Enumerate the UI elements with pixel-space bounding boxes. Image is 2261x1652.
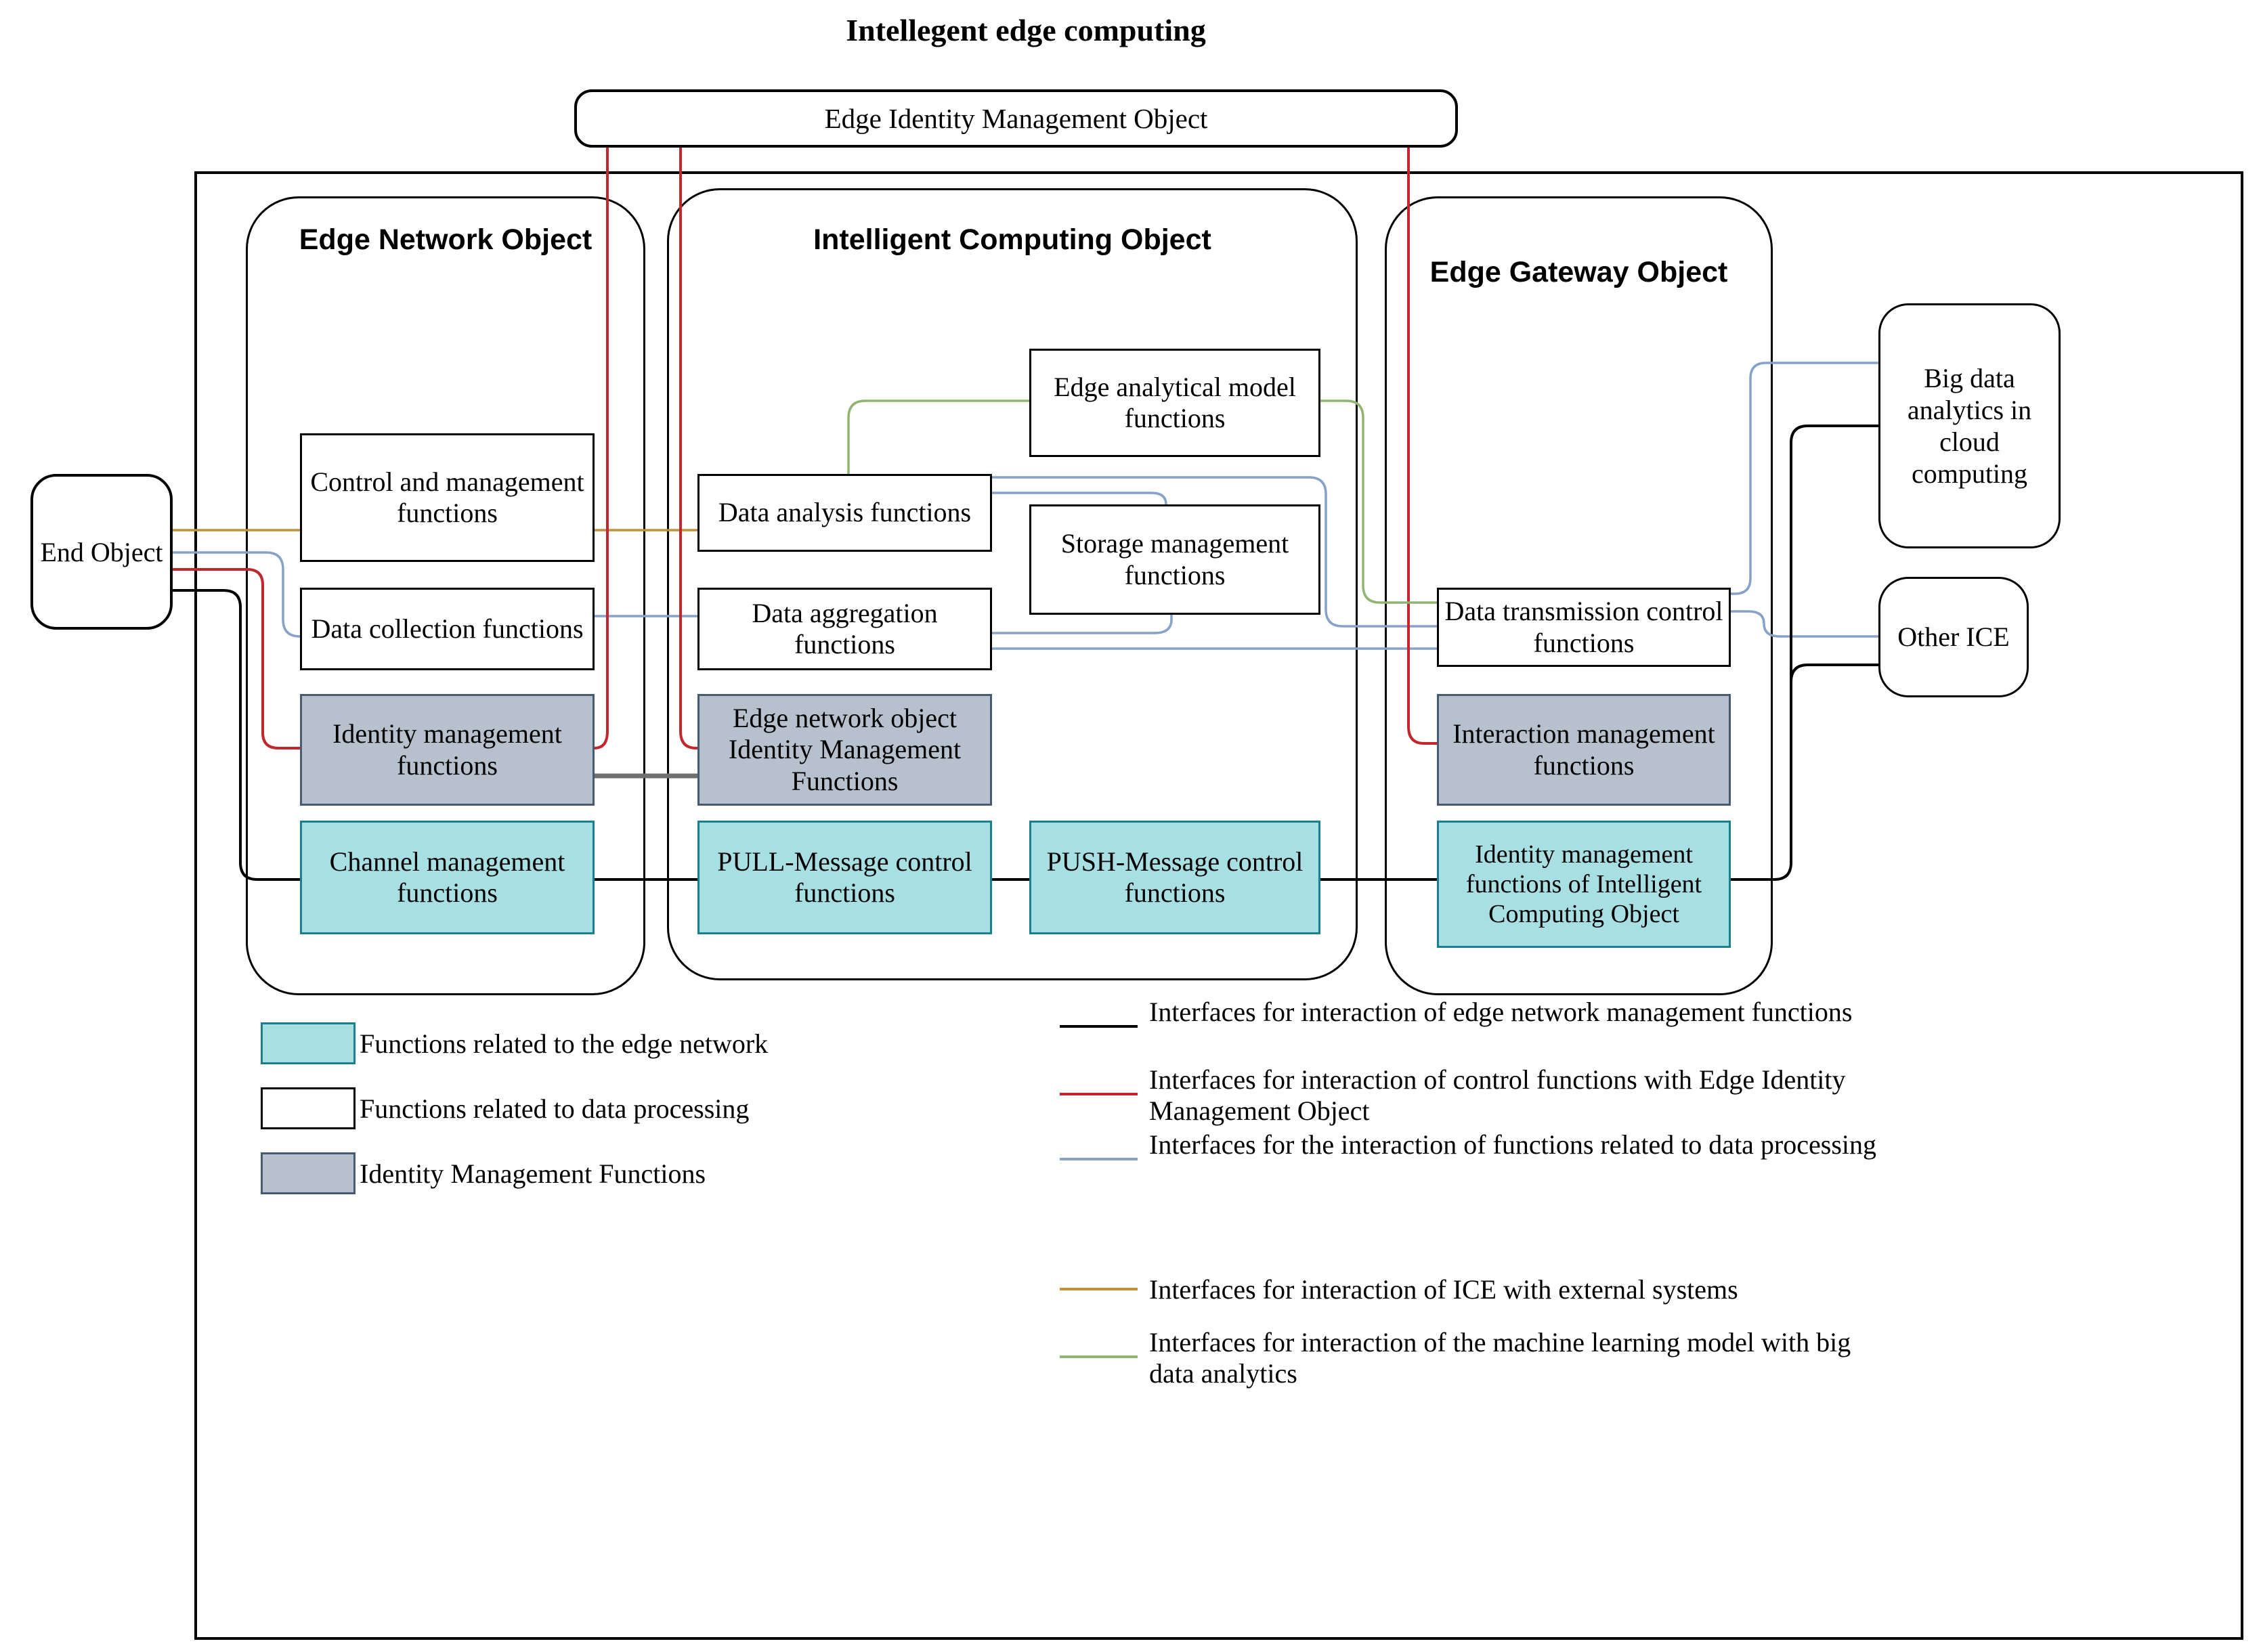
legend-swatch-teal (261, 1022, 356, 1064)
box-pull-message-control-functions: PULL-Message control functions (697, 821, 992, 934)
container-title-edge-network: Edge Network Object (299, 223, 593, 256)
box-push-message-control-functions: PUSH-Message control functions (1029, 821, 1320, 934)
container-title-edge-gateway: Edge Gateway Object (1429, 256, 1728, 288)
end-object: End Object (30, 474, 173, 630)
legend-line-sample-green (1060, 1355, 1138, 1358)
legend-line-label: Interfaces for interaction of the machin… (1149, 1327, 1851, 1389)
legend-fill-label: Identity Management Functions (360, 1158, 706, 1189)
container-title-intelligent-computing: Intelligent Computing Object (813, 223, 1211, 256)
legend-fill-row-data-processing: Functions related to data processing (261, 1087, 749, 1130)
box-data-transmission-control-functions: Data transmission control functions (1437, 588, 1731, 667)
legend-fill-label: Functions related to the edge network (360, 1028, 769, 1059)
legend-line-label: Interfaces for interaction of ICE with e… (1149, 1274, 1738, 1305)
box-control-management-functions: Control and management functions (300, 433, 595, 562)
box-edge-network-object-identity-management-functions: Edge network object Identity Management … (697, 694, 992, 806)
box-channel-management-functions: Channel management functions (300, 821, 595, 934)
box-data-collection-functions: Data collection functions (300, 588, 595, 670)
legend-fill-row-edge-network: Functions related to the edge network (261, 1022, 768, 1065)
legend-fill-label: Functions related to data processing (360, 1093, 750, 1124)
other-ice-node: Other ICE (1878, 577, 2029, 697)
legend-line-label: Interfaces for interaction of edge netwo… (1149, 997, 1853, 1027)
edge-identity-management-object: Edge Identity Management Object (574, 89, 1458, 148)
box-interaction-management-functions: Interaction management functions (1437, 694, 1731, 806)
legend-swatch-white (261, 1087, 356, 1129)
legend-line-sample-red (1060, 1093, 1138, 1095)
legend-swatch-gray (261, 1152, 356, 1194)
box-data-analysis-functions: Data analysis functions (697, 474, 992, 552)
page-title: Intellegent edge computing (846, 13, 1206, 47)
box-edge-analytical-model-functions: Edge analytical model functions (1029, 349, 1320, 457)
box-identity-management-functions: Identity management functions (300, 694, 595, 806)
box-storage-management-functions: Storage management functions (1029, 504, 1320, 615)
legend-line-sample-orange (1060, 1288, 1138, 1290)
legend-line-label: Interfaces for interaction of control fu… (1149, 1064, 1846, 1126)
legend-line-sample-blue (1060, 1158, 1138, 1160)
legend-line-label: Interfaces for the interaction of functi… (1149, 1129, 1877, 1160)
legend-fill-row-identity-management: Identity Management Functions (261, 1152, 706, 1195)
box-identity-management-functions-ico: Identity management functions of Intelli… (1437, 821, 1731, 948)
box-data-aggregation-functions: Data aggregation functions (697, 588, 992, 670)
big-data-analytics-node: Big data analytics in cloud computing (1878, 303, 2061, 548)
outer-frame (194, 171, 2243, 1640)
legend-line-sample-black (1060, 1025, 1138, 1028)
